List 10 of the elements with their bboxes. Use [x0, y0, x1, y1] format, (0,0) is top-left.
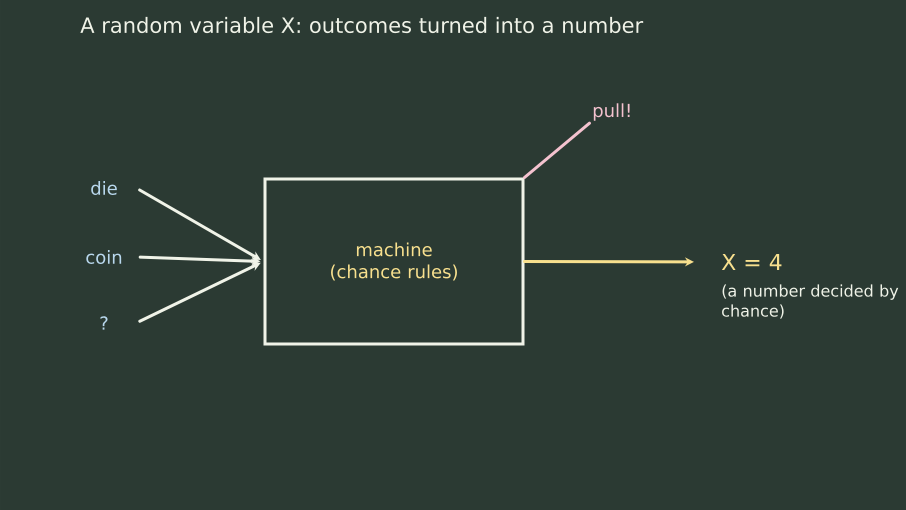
lever-label: pull!: [594, 103, 630, 121]
lever-line: [523, 122, 591, 179]
input-label: die: [91, 181, 117, 195]
input-label: ?: [100, 316, 108, 330]
note: (a number decided by chance): [722, 284, 898, 319]
box-label: machine (chance rules): [331, 242, 457, 280]
title: A random variable X: outcomes turned into a number: [80, 16, 644, 34]
input-label: coin: [86, 250, 122, 264]
machine-box: [264, 178, 524, 346]
result-label: X = 4: [722, 254, 782, 270]
